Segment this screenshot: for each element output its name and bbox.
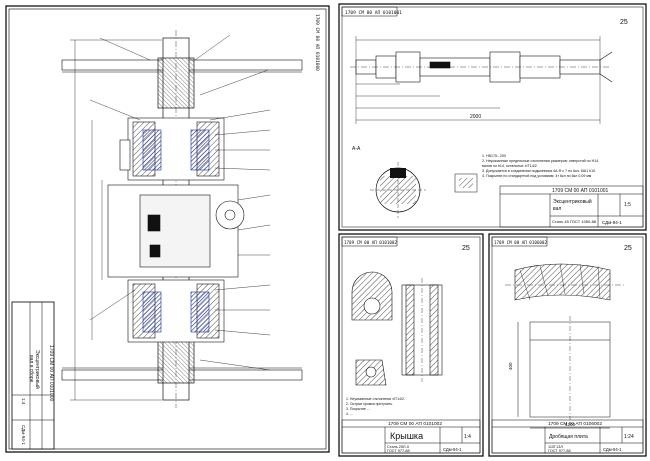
cover-note-3: 3. Покрытие ... — [346, 407, 370, 411]
lower-bearing-housing — [127, 279, 225, 343]
jaw-front-view — [517, 316, 611, 429]
shaft-note-1: 1. НВ175...200 — [482, 154, 506, 158]
shaft-profile — [350, 51, 613, 83]
assembly-sheet: 1709 СМ 00 АП 0101000 1709 СМ 00 АП 0101… — [5, 5, 330, 453]
cover-corner-code: 1709 СМ 00 АП 0101002 — [344, 240, 397, 245]
cover-note-1: 1. Неуказанные отклонения ±IT14/2. — [346, 397, 405, 401]
shaft-section: A-A — [352, 146, 478, 218]
shaft-overall-dim: 2000 — [470, 114, 481, 120]
shaft-note-3: валов по h14, остальных ±IT14/2. — [482, 164, 538, 168]
cover-views — [351, 271, 443, 386]
shaft-stamp-material: Сталь 45 ГОСТ 1050-88 — [552, 219, 597, 224]
cover-roughness: 25 — [462, 245, 470, 252]
shaft-note-5: 4. Покрытие по стандартной под условиям:… — [482, 174, 592, 178]
jaw-stamp-designation: 1709 СМ 00 АП 0106002 — [548, 421, 602, 427]
jaw-stamp-scale: 1:24 — [624, 434, 634, 440]
jaw-sheet: 1709 СМ 00 АП 0106002 25 400 1200 1709 С… — [488, 233, 647, 457]
jaw-corner-code: 1709 СМ 00 АП 0106002 — [494, 240, 547, 245]
jaw-roughness: 25 — [624, 245, 632, 252]
assembly-stamp-title-2: вал в сборе — [28, 355, 34, 383]
cover-title-block — [341, 419, 481, 454]
cover-note-4: 4. ... — [346, 412, 353, 416]
shaft-note-4: 3. Допускается в соединении подшипника 4… — [482, 169, 596, 173]
eccentric-body — [107, 184, 245, 278]
jaw-stamp-title: Дробящая плита — [549, 434, 588, 440]
cover-stamp-scale: 1:4 — [464, 434, 471, 440]
shaft-note-2: 2. Неуказанные предельные отклонения раз… — [482, 159, 599, 163]
cover-stamp-title: Крышка — [390, 431, 423, 441]
section-label: A-A — [352, 146, 361, 152]
jaw-stamp-material-1: 110Г13Л — [548, 445, 563, 449]
cover-stamp-material-1: Сталь 25Л-II — [387, 445, 409, 449]
shaft-stamp-title-2: вал — [553, 206, 561, 212]
jaw-profile — [505, 263, 625, 301]
jaw-stamp-material-2: ГОСТ 977-88 — [548, 449, 571, 453]
shaft-title-block — [499, 185, 644, 228]
shaft-notes: 1. НВ175...200 2. Неуказанные предельные… — [482, 154, 599, 178]
assembly-corner-code: 1709 СМ 00 АП 0101000 — [314, 14, 320, 71]
cover-notes: 1. Неуказанные отклонения ±IT14/2. 2. Ос… — [346, 397, 405, 416]
shaft-dimensions — [355, 36, 601, 124]
jaw-dim-a: 400 — [508, 362, 513, 370]
cover-stamp-group: СДм-94-1 — [443, 447, 462, 452]
assembly-title-block: 1709 СМ 00 АП 0101000 Эксцентриковый вал… — [11, 301, 55, 450]
cover-note-2: 2. Острые кромки притупить. — [346, 402, 393, 406]
jaw-dim-b: 1200 — [565, 422, 576, 427]
cover-sheet: 1709 СМ 00 АП 0101002 25 1. Неуказанные … — [338, 233, 484, 457]
upper-bearing-housing — [119, 117, 225, 181]
cover-stamp-designation: 1709 СМ 00 АП 0101002 — [388, 421, 442, 427]
assembly-stamp-title-1: Эксцентриковый — [34, 350, 41, 389]
cover-stamp-material-2: ГОСТ 977-88 — [387, 449, 410, 453]
assembly-stamp-designation: 1709 СМ 00 АП 0101000 — [48, 345, 54, 402]
shaft-sheet: 1709 СМ 00 АП 0101001 25 2000 — [338, 3, 647, 231]
shaft-roughness: 25 — [620, 19, 628, 26]
shaft-stamp-title-1: Эксцентриковый — [553, 198, 592, 205]
jaw-title-block — [491, 419, 644, 454]
shaft-stamp-designation: 1709 СМ 00 АП 0101001 — [552, 188, 609, 194]
shaft-stamp-scale: 1:5 — [624, 202, 631, 208]
assembly-stamp-group: СДм-94-1 — [21, 425, 26, 445]
jaw-stamp-group: СДм-94-1 — [603, 447, 622, 452]
assembly-dimensions — [70, 39, 162, 401]
shaft-corner-code: 1709 СМ 00 АП 0101001 — [345, 10, 402, 16]
assembly-stamp-sheet: 1:4 — [21, 398, 26, 405]
shaft-stamp-group: СДм-94-1 — [602, 220, 622, 225]
leader-lines — [89, 34, 271, 371]
